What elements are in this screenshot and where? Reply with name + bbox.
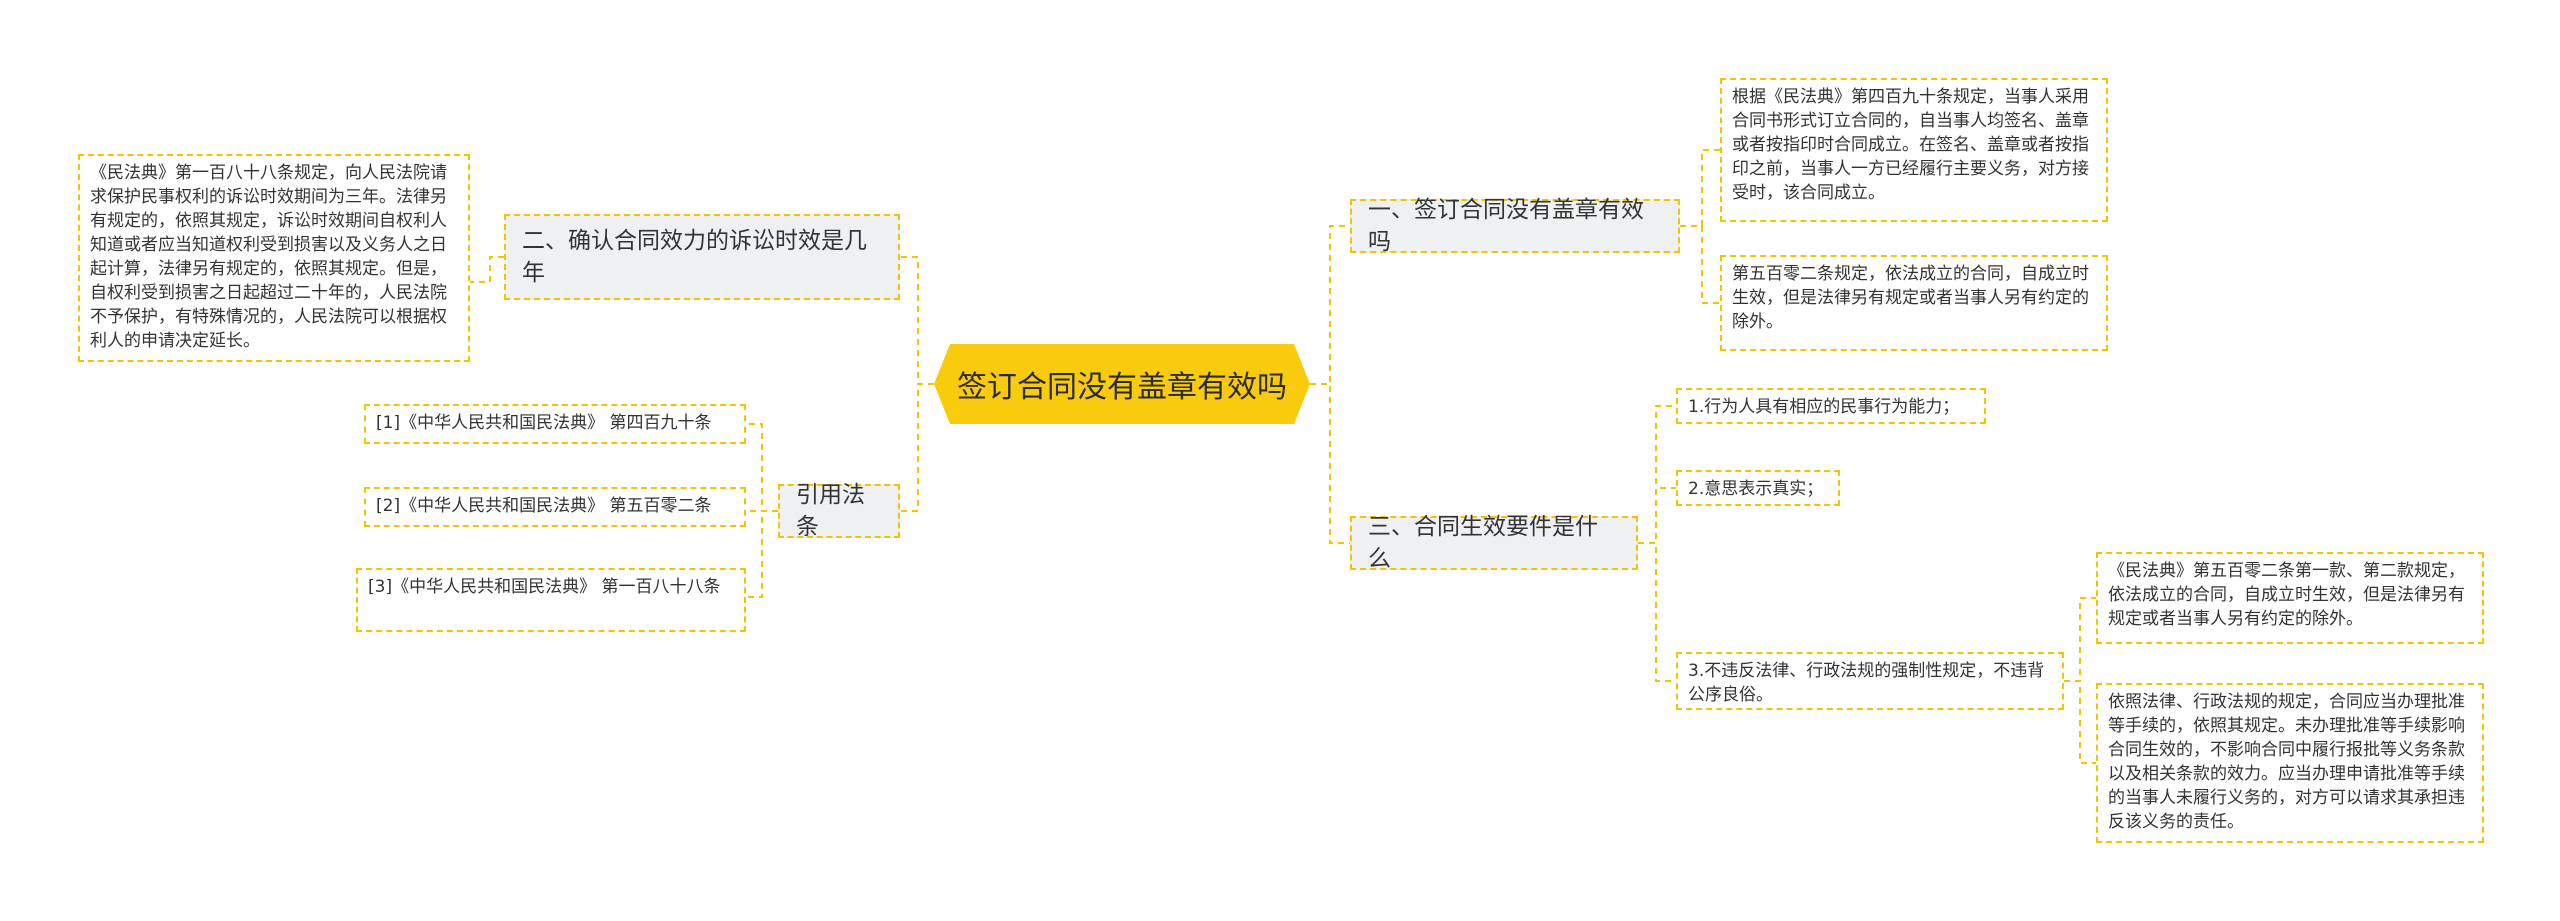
branch-effective-conditions[interactable]: 三、合同生效要件是什么: [1350, 514, 1638, 572]
citation-1[interactable]: [1]《中华人民共和国民法典》 第四百九十条: [364, 404, 746, 444]
link-b3-l3: [1638, 542, 1676, 682]
citation-2[interactable]: [2]《中华人民共和国民法典》 第五百零二条: [364, 487, 746, 527]
link-b2-l1: [470, 256, 504, 283]
leaf-text: 根据《民法典》第四百九十条规定，当事人采用合同书形式订立合同的，自当事人均签名、…: [1732, 87, 2089, 203]
subleaf-approval-procedures[interactable]: 依照法律、行政法规的规定，合同应当办理批准等手续的，依照其规定。未办理批准等手续…: [2096, 683, 2484, 843]
link-root-b3: [1310, 383, 1350, 544]
leaf-text: [3]《中华人民共和国民法典》 第一百八十八条: [368, 577, 721, 597]
link-root-b4: [900, 383, 934, 512]
root-topic-label: 签订合同没有盖章有效吗: [957, 370, 1287, 405]
link-b4-l3: [746, 510, 778, 598]
leaf-article-188[interactable]: 《民法典》第一百八十八条规定，向人民法院请求保护民事权利的诉讼时效期间为三年。法…: [78, 154, 470, 362]
link-b3l3-s2: [2064, 680, 2096, 764]
link-root-b2: [900, 256, 934, 385]
leaf-text: 1.行为人具有相应的民事行为能力；: [1688, 397, 1960, 417]
branch-label: 引用法条: [796, 482, 865, 540]
leaf-text: 《民法典》第一百八十八条规定，向人民法院请求保护民事权利的诉讼时效期间为三年。法…: [90, 163, 447, 351]
leaf-text: 《民法典》第五百零二条第一款、第二款规定，依法成立的合同，自成立时生效，但是法律…: [2108, 561, 2465, 629]
branch-contract-no-seal-valid[interactable]: 一、签订合同没有盖章有效吗: [1350, 197, 1680, 255]
link-b1-l2: [1680, 225, 1720, 304]
link-b3-l2: [1638, 487, 1676, 544]
branch-label: 一、签订合同没有盖章有效吗: [1368, 197, 1644, 255]
branch-cited-laws[interactable]: 引用法条: [778, 482, 900, 540]
leaf-text: [1]《中华人民共和国民法典》 第四百九十条: [376, 413, 712, 433]
leaf-article-502[interactable]: 第五百零二条规定，依法成立的合同，自成立时生效，但是法律另有规定或者当事人另有约…: [1720, 255, 2108, 351]
branch-limitation-period[interactable]: 二、确认合同效力的诉讼时效是几年: [504, 214, 900, 300]
leaf-article-490[interactable]: 根据《民法典》第四百九十条规定，当事人采用合同书形式订立合同的，自当事人均签名、…: [1720, 78, 2108, 222]
link-b3l3-s1: [2064, 597, 2096, 682]
link-b4-l1: [746, 423, 778, 512]
leaf-text: 第五百零二条规定，依法成立的合同，自成立时生效，但是法律另有规定或者当事人另有约…: [1732, 264, 2089, 332]
leaf-text: 依照法律、行政法规的规定，合同应当办理批准等手续的，依照其规定。未办理批准等手续…: [2108, 692, 2465, 832]
link-b1-l1: [1680, 149, 1720, 227]
branch-label: 三、合同生效要件是什么: [1368, 514, 1598, 572]
leaf-text: 2.意思表示真实；: [1688, 479, 1824, 499]
leaf-true-intent[interactable]: 2.意思表示真实；: [1676, 470, 1840, 506]
citation-3[interactable]: [3]《中华人民共和国民法典》 第一百八十八条: [356, 568, 746, 632]
branch-label: 二、确认合同效力的诉讼时效是几年: [522, 228, 867, 286]
leaf-no-violation[interactable]: 3.不违反法律、行政法规的强制性规定，不违背公序良俗。: [1676, 652, 2064, 710]
subleaf-article-502-clauses[interactable]: 《民法典》第五百零二条第一款、第二款规定，依法成立的合同，自成立时生效，但是法律…: [2096, 552, 2484, 644]
leaf-text: 3.不违反法律、行政法规的强制性规定，不违背公序良俗。: [1688, 661, 2045, 705]
link-root-b1: [1310, 225, 1350, 385]
leaf-text: [2]《中华人民共和国民法典》 第五百零二条: [376, 496, 712, 516]
link-b3-l1: [1638, 405, 1676, 544]
root-topic[interactable]: 签订合同没有盖章有效吗: [934, 344, 1310, 424]
leaf-capacity[interactable]: 1.行为人具有相应的民事行为能力；: [1676, 388, 1986, 424]
